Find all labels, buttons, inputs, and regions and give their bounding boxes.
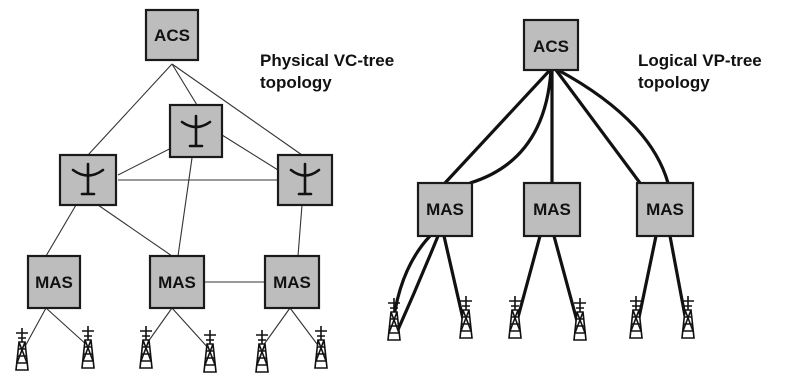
physical-caption-line1: Physical VC-tree [260, 51, 394, 70]
logical-caption-line2: topology [638, 73, 710, 92]
base-station-antenna-icon [203, 330, 217, 373]
logical-antennas [387, 296, 695, 341]
atm-switch-icon [289, 162, 321, 196]
logical-vp-tree: ACS MAS MAS MAS Logical VP-tree topology [387, 18, 762, 341]
base-station-antenna-icon [629, 296, 643, 339]
physical-vc-tree: ACS MAS MAS MAS Physi [15, 8, 394, 373]
physical-switch-right [276, 153, 334, 207]
physical-mas-1: MAS [26, 254, 82, 310]
base-station-antenna-icon [387, 298, 401, 341]
physical-acs-node: ACS [144, 8, 200, 62]
logical-mas-label: MAS [533, 200, 571, 219]
physical-mas-label: MAS [273, 273, 311, 292]
logical-acs-label: ACS [533, 37, 569, 56]
logical-mas-label: MAS [646, 200, 684, 219]
logical-mas-label: MAS [426, 200, 464, 219]
physical-switch-top [168, 103, 224, 159]
base-station-antenna-icon [681, 296, 695, 339]
base-station-antenna-icon [15, 328, 29, 371]
logical-mas-3: MAS [635, 181, 695, 238]
logical-mas-2: MAS [522, 181, 582, 238]
base-station-antenna-icon [459, 296, 473, 339]
logical-caption-line1: Logical VP-tree [638, 51, 762, 70]
physical-switch-left [58, 153, 118, 207]
base-station-antenna-icon [81, 326, 95, 369]
base-station-antenna-icon [139, 326, 153, 369]
physical-mas-label: MAS [35, 273, 73, 292]
logical-mas-1: MAS [416, 181, 474, 238]
physical-caption-line2: topology [260, 73, 332, 92]
base-station-antenna-icon [255, 330, 269, 373]
logical-acs-node: ACS [522, 18, 580, 72]
physical-mas-label: MAS [158, 273, 196, 292]
physical-acs-label: ACS [154, 26, 190, 45]
base-station-antenna-icon [508, 296, 522, 339]
base-station-antenna-icon [314, 326, 328, 369]
base-station-antenna-icon [573, 298, 587, 341]
atm-switch-icon [71, 162, 105, 196]
physical-antennas [15, 326, 328, 373]
atm-switch-icon [180, 114, 212, 148]
physical-mas-3: MAS [263, 254, 321, 310]
physical-mas-2: MAS [148, 254, 206, 310]
